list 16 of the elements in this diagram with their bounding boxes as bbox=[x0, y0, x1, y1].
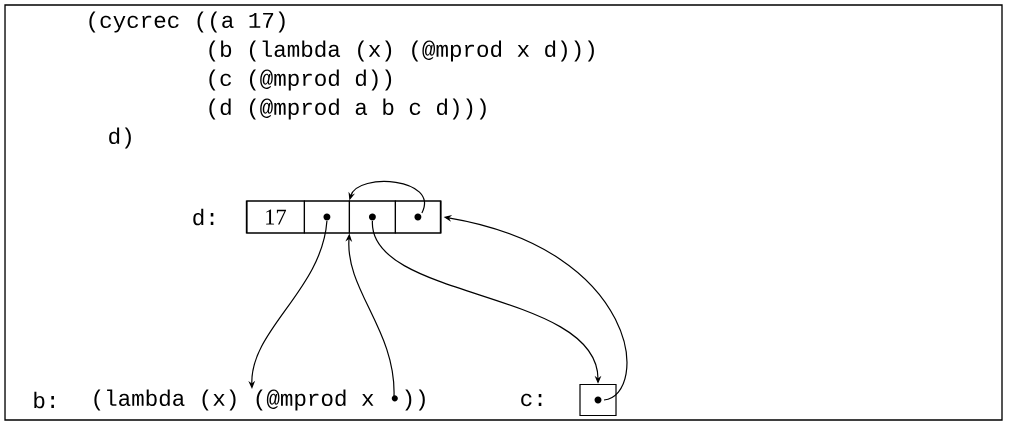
pointer-cell bbox=[348, 200, 396, 234]
pointer-box bbox=[579, 383, 617, 417]
code-line: (d (@mprod a b c d))) bbox=[209, 98, 486, 120]
code-text: (lambda (x) (@mprod x •)) bbox=[94, 389, 425, 411]
name-label: b: bbox=[34, 391, 54, 409]
pointer-cell bbox=[303, 200, 351, 234]
code-line: (c (@mprod d)) bbox=[209, 69, 392, 91]
arrow bbox=[348, 180, 426, 214]
record-box bbox=[246, 200, 442, 234]
code-line: d) bbox=[109, 127, 131, 149]
name-label: c: bbox=[521, 393, 542, 407]
value-cell: 17 bbox=[245, 200, 305, 234]
code-line: (b (lambda (x) (@mprod x d))) bbox=[209, 40, 594, 62]
pointer-cell bbox=[394, 200, 441, 234]
code-line: (cycrec ((a 17) bbox=[89, 11, 285, 33]
name-label: d: bbox=[193, 208, 214, 226]
